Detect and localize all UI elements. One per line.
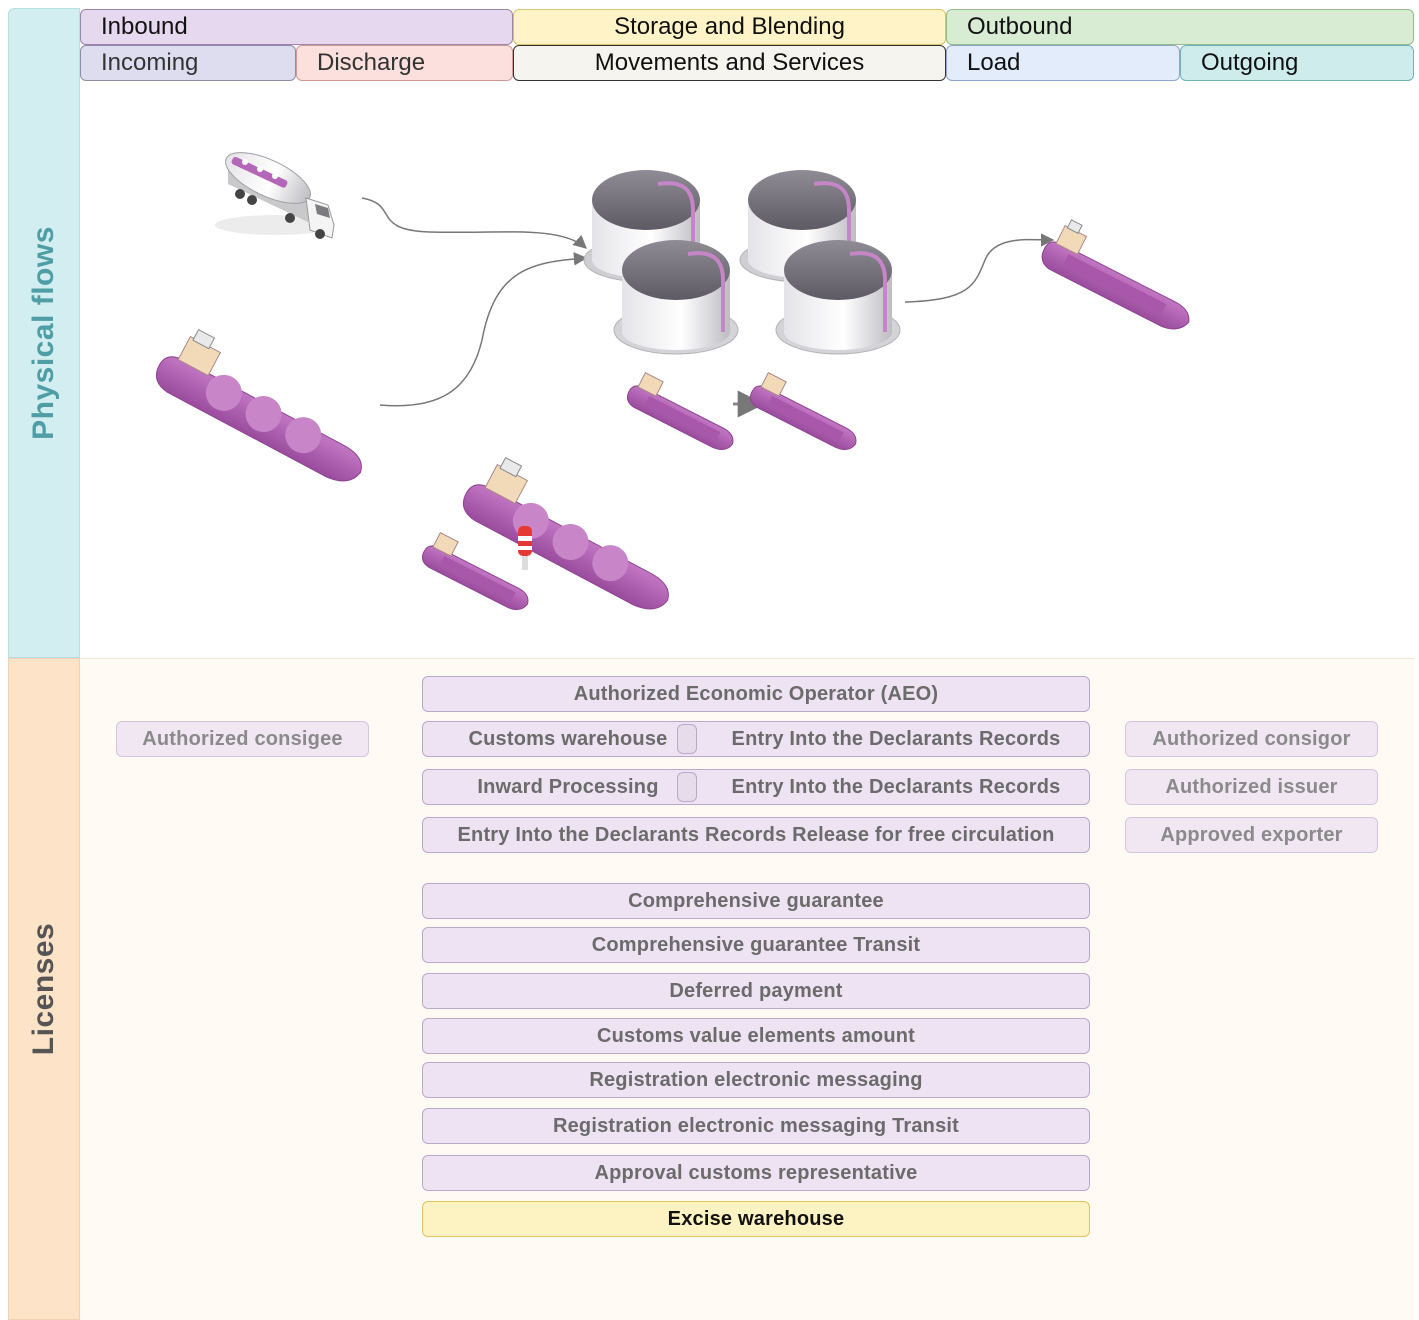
license-entry-records-1: Entry Into the Declarants Records bbox=[731, 727, 1061, 750]
header-discharge: Discharge bbox=[296, 45, 513, 81]
header-outgoing: Outgoing bbox=[1180, 45, 1414, 81]
small-tanker-icon-bunker bbox=[422, 532, 529, 611]
flow-tanks-to-vessel bbox=[904, 233, 1055, 303]
licenses-lane-label: Licenses bbox=[8, 658, 80, 1320]
lng-carrier-icon-large bbox=[155, 328, 363, 482]
header-load: Load bbox=[946, 45, 1180, 81]
license-approved-exporter: Approved exporter bbox=[1125, 817, 1378, 853]
license-aeo: Authorized Economic Operator (AEO) bbox=[422, 676, 1090, 712]
license-connector-knob bbox=[677, 724, 697, 754]
license-authorized-issuer: Authorized issuer bbox=[1125, 769, 1378, 805]
small-tanker-icon-outbound bbox=[1041, 219, 1190, 330]
license-deferred-payment: Deferred payment bbox=[422, 973, 1090, 1009]
license-connector-knob bbox=[677, 772, 697, 802]
license-registration-messaging: Registration electronic messaging bbox=[422, 1062, 1090, 1098]
flow-carrier-to-tanks bbox=[379, 252, 588, 407]
storage-tank-icon-4 bbox=[775, 240, 901, 355]
tanker-truck-icon bbox=[215, 152, 335, 239]
header-storage-and-blending: Storage and Blending bbox=[513, 9, 946, 45]
small-tanker-icon-service-1 bbox=[627, 372, 734, 451]
license-customs-warehouse-row: Customs warehouse Entry Into the Declara… bbox=[422, 721, 1090, 757]
license-excise-warehouse: Excise warehouse bbox=[422, 1201, 1090, 1237]
header-inbound: Inbound bbox=[80, 9, 513, 45]
license-comprehensive-guarantee-transit: Comprehensive guarantee Transit bbox=[422, 927, 1090, 963]
license-registration-messaging-transit: Registration electronic messaging Transi… bbox=[422, 1108, 1090, 1144]
header-incoming: Incoming bbox=[80, 45, 296, 81]
license-authorized-consignee: Authorized consigee bbox=[116, 721, 369, 757]
license-customs-warehouse: Customs warehouse bbox=[468, 727, 668, 750]
license-release-free-circulation: Entry Into the Declarants Records Releas… bbox=[422, 817, 1090, 853]
license-approval-customs-representative: Approval customs representative bbox=[422, 1155, 1090, 1191]
license-entry-records-2: Entry Into the Declarants Records bbox=[731, 775, 1061, 798]
physical-flows-lane-label: Physical flows bbox=[8, 8, 80, 658]
physical-flows-illustration bbox=[155, 152, 1190, 611]
header-outbound: Outbound bbox=[946, 9, 1414, 45]
flow-truck-to-tanks bbox=[361, 197, 588, 249]
license-customs-value-elements: Customs value elements amount bbox=[422, 1018, 1090, 1054]
storage-tank-icon-3 bbox=[613, 240, 739, 355]
license-comprehensive-guarantee: Comprehensive guarantee bbox=[422, 883, 1090, 919]
lng-carrier-icon-discharge bbox=[462, 456, 670, 610]
license-authorized-consignor: Authorized consigor bbox=[1125, 721, 1378, 757]
small-tanker-icon-service-2 bbox=[750, 372, 857, 451]
license-inward-processing: Inward Processing bbox=[477, 775, 659, 798]
license-inward-processing-row: Inward Processing Entry Into the Declara… bbox=[422, 769, 1090, 805]
header-movements-and-services: Movements and Services bbox=[513, 45, 946, 81]
licenses-title: Licenses bbox=[27, 922, 61, 1056]
physical-flows-area bbox=[80, 82, 1414, 658]
buoy-icon bbox=[518, 526, 532, 570]
